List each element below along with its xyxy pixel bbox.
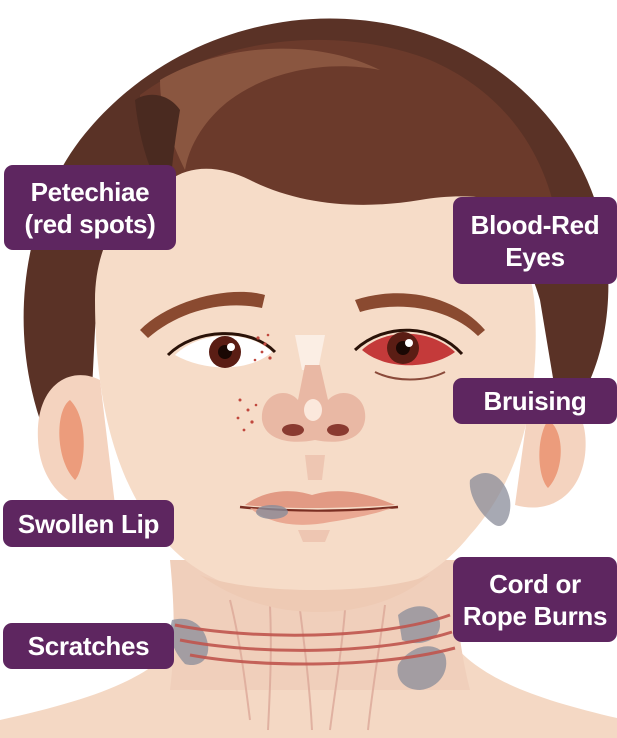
- label-petechiae: Petechiae (red spots): [4, 165, 176, 250]
- philtrum: [305, 455, 325, 480]
- label-scratches-text: Scratches: [28, 630, 150, 662]
- nose-tip-highlight: [304, 399, 322, 421]
- left-nostril: [282, 424, 304, 436]
- right-eye-glint: [405, 339, 413, 347]
- label-swollen-lip: Swollen Lip: [3, 500, 174, 547]
- label-cord-line1: Cord or: [489, 568, 581, 600]
- label-bruising-text: Bruising: [483, 385, 586, 417]
- lip-bruise: [256, 505, 288, 519]
- label-eyes-line2: Eyes: [505, 241, 565, 273]
- label-eyes-line1: Blood-Red: [471, 209, 600, 241]
- label-petechiae-line1: Petechiae: [31, 176, 150, 208]
- label-blood-red-eyes: Blood-Red Eyes: [453, 197, 617, 284]
- label-cord-line2: Rope Burns: [463, 600, 607, 632]
- left-eye-glint: [227, 343, 235, 351]
- chin-crease: [298, 530, 330, 542]
- right-nostril: [327, 424, 349, 436]
- label-petechiae-line2: (red spots): [24, 208, 155, 240]
- label-bruising: Bruising: [453, 378, 617, 424]
- label-scratches: Scratches: [3, 623, 174, 669]
- label-cord-rope-burns: Cord or Rope Burns: [453, 557, 617, 642]
- label-lip-text: Swollen Lip: [18, 508, 159, 540]
